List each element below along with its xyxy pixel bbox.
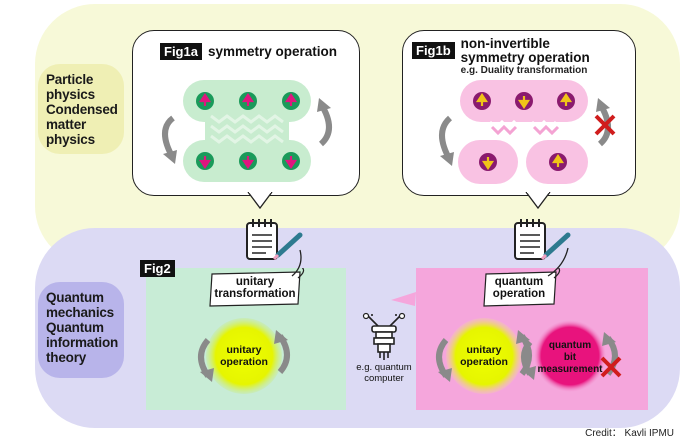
notebook-pen-icon-left — [246, 219, 303, 261]
fig2-left-operation-diagram — [198, 318, 290, 394]
fig2-circle-left-label: unitary operation — [214, 344, 274, 368]
fig2-forbidden-cross-icon — [600, 356, 622, 378]
fig2-circle-right-line1: quantum — [548, 340, 592, 351]
fig2-circle-mid-line2: operation — [460, 356, 508, 368]
category-quantum: Quantum mechanics Quantum information th… — [38, 282, 124, 378]
category-particle-physics: Particle physics Condensed matter physic… — [38, 64, 124, 154]
fig2-right-operation-diagram — [436, 318, 622, 394]
fig1a-tag: Fig1a — [160, 43, 202, 60]
fig1a-title: symmetry operation — [207, 43, 338, 59]
fig1b-bubble-tail — [525, 192, 551, 210]
category-quantum-label: Quantum mechanics Quantum information th… — [46, 290, 119, 365]
fig1a-header: Fig1a symmetry operation — [160, 43, 337, 60]
fig1b-forbidden-cross-icon — [594, 114, 616, 136]
fig2-circle-left-line2: operation — [220, 356, 268, 368]
fig2-circle-right-line3: measurement — [537, 364, 603, 375]
fig1b-bottom-spins — [479, 153, 567, 171]
fig2-note-left-line2: transformation — [214, 288, 296, 300]
fig1b-top-spins — [473, 92, 575, 110]
fig2-note-right-line2: operation — [492, 288, 546, 300]
credit-text: Credit： Kavli IPMU — [585, 428, 674, 439]
fig1b-title-line2: symmetry operation — [460, 50, 590, 65]
fig1a-bubble-tail — [247, 192, 273, 210]
fig2-computer-line1: e.g. quantum — [356, 362, 412, 373]
category-particle-label: Particle physics Condensed matter physic… — [46, 72, 118, 147]
fig2-circle-right-line2: bit — [563, 352, 577, 363]
fig1b-subtitle: e.g. Duality transformation — [460, 65, 588, 76]
fig2-note-right-connector — [547, 247, 569, 277]
fig1a-lattice-diagram — [162, 80, 332, 182]
fig2-note-left: unitary transformation — [212, 276, 298, 300]
fig1b-lattice-diagram — [439, 80, 616, 184]
fig2-note-right: quantum operation — [486, 276, 552, 300]
fig2-circle-left-line1: unitary — [226, 344, 262, 356]
fig1a-top-spins — [196, 92, 300, 110]
fig2-note-left-connector — [291, 249, 302, 277]
fig1b-title-line1: non-invertible — [460, 36, 550, 51]
quantum-computer-icon — [362, 312, 406, 360]
fig2-note-scroll-left — [209, 268, 305, 307]
notebook-pen-icon-right — [514, 219, 571, 261]
fig2-circle-mid-line1: unitary — [466, 344, 502, 356]
fig2-circle-mid-label: unitary operation — [454, 344, 514, 368]
fig2-note-left-line1: unitary — [235, 276, 275, 288]
fig1b-header: Fig1b non-invertible symmetry operation … — [412, 37, 590, 76]
fig2-computer-bubble — [391, 292, 416, 306]
fig2-circle-right-label: quantum bit measurement — [532, 340, 608, 376]
fig2-computer-line2: computer — [364, 373, 404, 384]
fig1b-tag: Fig1b — [412, 42, 455, 59]
fig1a-bottom-spins — [196, 152, 300, 170]
fig2-tag: Fig2 — [140, 260, 175, 277]
fig2-note-right-line1: quantum — [494, 276, 544, 288]
fig2-computer-label: e.g. quantum computer — [348, 362, 420, 384]
fig2-note-scroll-right — [483, 268, 561, 307]
